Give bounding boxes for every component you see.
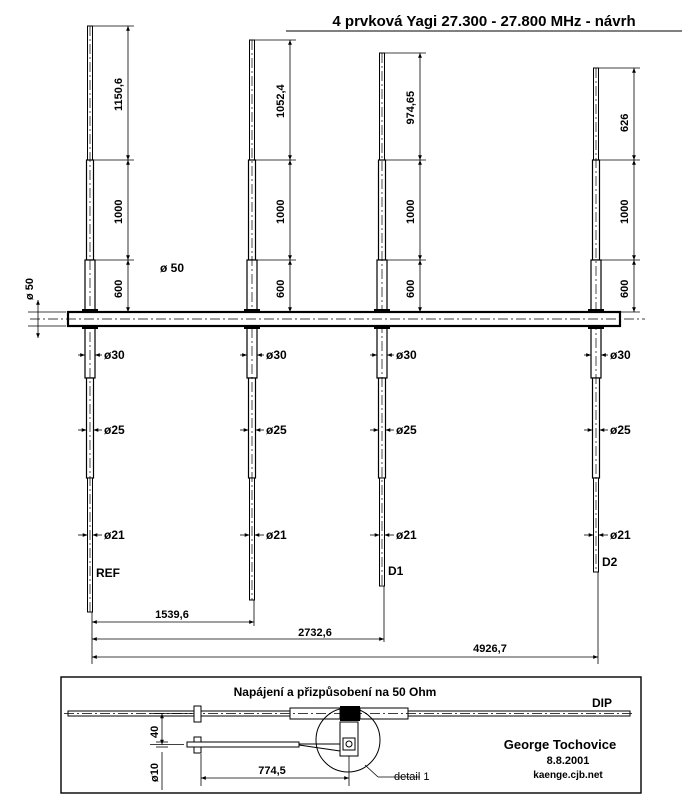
element-3-top-dim-label: 626 <box>619 114 631 132</box>
element-2-name-label: D1 <box>388 564 404 578</box>
element-2-d25-label: ø25 <box>396 423 417 437</box>
element-2-mid-dim-label: 1000 <box>405 200 417 224</box>
spacing-2-label: 2732,6 <box>298 627 332 639</box>
element-3-d30-label: ø30 <box>610 348 631 362</box>
web: kaenge.cjb.net <box>533 770 603 781</box>
spacing-3-label: 4926,7 <box>473 643 507 655</box>
connector-pin <box>345 740 353 748</box>
element-0-d25-label: ø25 <box>104 423 125 437</box>
element-3-d21-label: ø21 <box>610 528 631 542</box>
element-1-top-dim-label: 1052,4 <box>275 83 287 118</box>
element-1-d30-label: ø30 <box>266 348 287 362</box>
dip-label: DIP <box>592 696 612 710</box>
element-1-mid-dim-label: 1000 <box>275 200 287 224</box>
element-3-low-dim-label: 600 <box>619 280 631 298</box>
element-2-d21-label: ø21 <box>396 528 417 542</box>
author: George Tochovice <box>504 737 616 752</box>
dim-774-label: 774,5 <box>258 765 286 777</box>
drawing-title: 4 prvková Yagi 27.300 - 27.800 MHz - náv… <box>332 13 635 30</box>
element-2-low-dim-label: 600 <box>405 280 417 298</box>
element-2-top-dim-label: 974,65 <box>405 91 417 125</box>
boom-diameter-label: ø 50 <box>160 261 184 275</box>
feed-box-title: Napájení a přizpůsobení na 50 Ohm <box>234 685 437 699</box>
element-0-name-label: REF <box>96 566 120 580</box>
dipole-feed-block <box>340 706 360 721</box>
feed-detail-box: Napájení a přizpůsobení na 50 Ohm DIP de… <box>60 676 642 794</box>
element-2-inner-tube <box>376 259 388 313</box>
element-3-mid-dim-label: 1000 <box>619 200 631 224</box>
element-1-d25-label: ø25 <box>266 423 287 437</box>
element-3-name-label: D2 <box>602 555 618 569</box>
element-1-inner-tube <box>246 259 258 313</box>
clamp-top <box>193 705 202 723</box>
element-0-top-dim-label: 1150,6 <box>113 78 125 111</box>
element-2-lower-tube <box>379 477 385 587</box>
dim-10-label: ø10 <box>149 763 161 782</box>
element-2-lower-inner-tube <box>376 325 388 379</box>
spacing-dimensions: 1539,6 2732,6 4926,7 <box>91 572 599 664</box>
detail-circle <box>315 707 381 773</box>
element-0-mid-dim-label: 1000 <box>113 200 125 224</box>
detail-leader <box>364 764 379 778</box>
element-1-low-dim-label: 600 <box>275 280 287 298</box>
boom-side-dim-label: ø 50 <box>24 278 36 300</box>
element-3-d25-label: ø25 <box>610 423 631 437</box>
element-0-low-dim-label: 600 <box>113 280 125 298</box>
dim-40-label: 40 <box>149 726 161 738</box>
element-0-d30-label: ø30 <box>104 348 125 362</box>
dipole-left-tube <box>289 707 341 720</box>
element-1-d21-label: ø21 <box>266 528 287 542</box>
detail-label: detail 1 <box>394 771 429 783</box>
date: 8.8.2001 <box>547 755 590 767</box>
element-2-d30-label: ø30 <box>396 348 417 362</box>
spacing-1-label: 1539,6 <box>155 609 189 621</box>
element-0-d21-label: ø21 <box>104 528 125 542</box>
gamma-rod <box>186 741 300 748</box>
